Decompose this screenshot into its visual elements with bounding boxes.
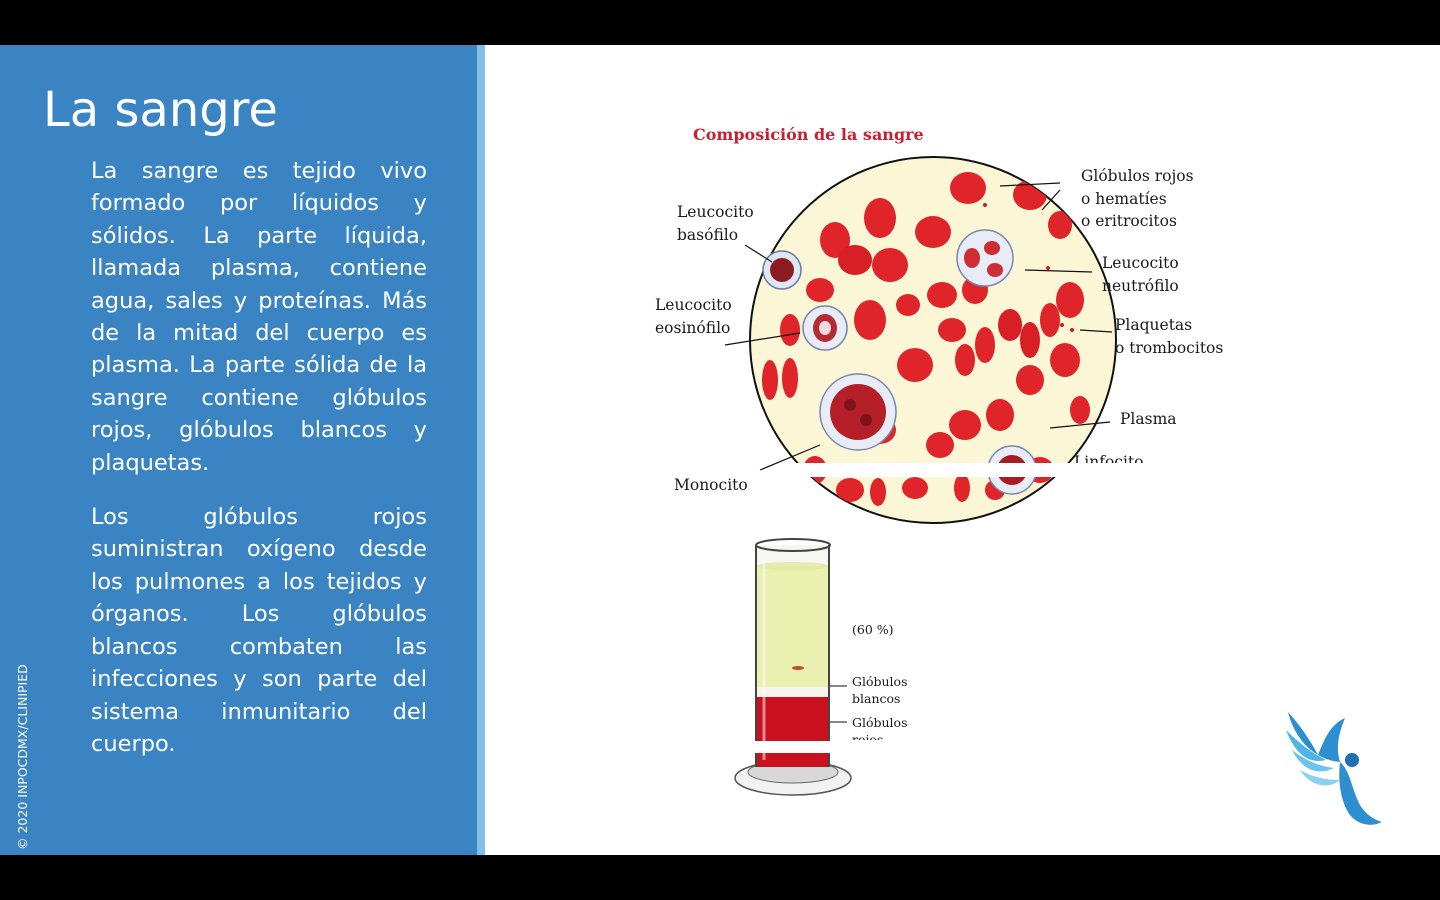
label-percent: (60 %) xyxy=(852,622,894,637)
figure-gap xyxy=(740,463,1100,477)
red-cells-layer xyxy=(756,697,829,767)
label-plasma: Plasma xyxy=(1120,410,1177,428)
label-rojos-2: rojos xyxy=(852,732,883,747)
slide: La sangre La sangre es tejido vivo forma… xyxy=(0,45,1440,855)
label-globulos-rojos-1: Glóbulos rojos xyxy=(1081,167,1194,185)
blood-composition-figure: Composición de la sangre xyxy=(0,45,1440,855)
plasma-layer xyxy=(756,566,829,687)
label-neutrofilo-2: neutrófilo xyxy=(1102,277,1179,295)
label-blancos-2: blancos xyxy=(852,691,900,706)
label-rojos-clip: rojos xyxy=(852,732,883,747)
blood-tube xyxy=(734,538,852,796)
label-plaquetas-1: Plaquetas xyxy=(1115,316,1192,334)
body-text: La sangre es tejido vivo formado por líq… xyxy=(91,155,427,782)
label-linfocito: Linfocito xyxy=(1074,453,1144,471)
paragraph-composition: La sangre es tejido vivo formado por líq… xyxy=(91,158,427,476)
label-neutrofilo-1: Leucocito xyxy=(1102,254,1179,272)
tube-gap xyxy=(740,741,850,753)
accent-bar xyxy=(477,45,485,855)
label-eosinofilo-2: eosinófilo xyxy=(655,319,730,337)
label-linfocito-clip: Linfocito xyxy=(1074,453,1144,471)
slide-title: La sangre xyxy=(43,82,278,138)
label-rojos-1: Glóbulos xyxy=(852,715,908,730)
figure-canvas: Composición de la sangre xyxy=(655,125,1382,825)
leucocito-basofilo-cell xyxy=(762,250,802,290)
label-globulos-rojos-3: o eritrocitos xyxy=(1081,212,1177,230)
circle-labels: Glóbulos rojos o hematíes o eritrocitos … xyxy=(655,167,1223,494)
winged-logo-icon xyxy=(1286,712,1382,825)
leucocito-eosinofilo-cell xyxy=(802,305,848,351)
label-plaquetas-2: o trombocitos xyxy=(1115,339,1223,357)
leucocito-neutrofilo-cell xyxy=(956,229,1014,287)
label-basofilo-2: basófilo xyxy=(677,226,738,244)
tube-labels: (60 %) Glóbulos blancos Glóbulos rojos xyxy=(830,622,908,747)
leader-lines xyxy=(724,182,1113,471)
label-monocito: Monocito xyxy=(674,476,748,494)
monocito-cell xyxy=(819,373,897,451)
label-blancos-1: Glóbulos xyxy=(852,674,908,689)
white-cells-layer xyxy=(756,687,829,697)
paragraph-function: Los glóbulos rojos suministran oxígeno d… xyxy=(91,504,427,757)
label-eosinofilo-1: Leucocito xyxy=(655,296,732,314)
diagram-title: Composición de la sangre xyxy=(693,125,924,144)
label-globulos-rojos-2: o hematíes xyxy=(1081,190,1167,208)
left-panel xyxy=(0,45,477,855)
label-basofilo-1: Leucocito xyxy=(677,203,754,221)
